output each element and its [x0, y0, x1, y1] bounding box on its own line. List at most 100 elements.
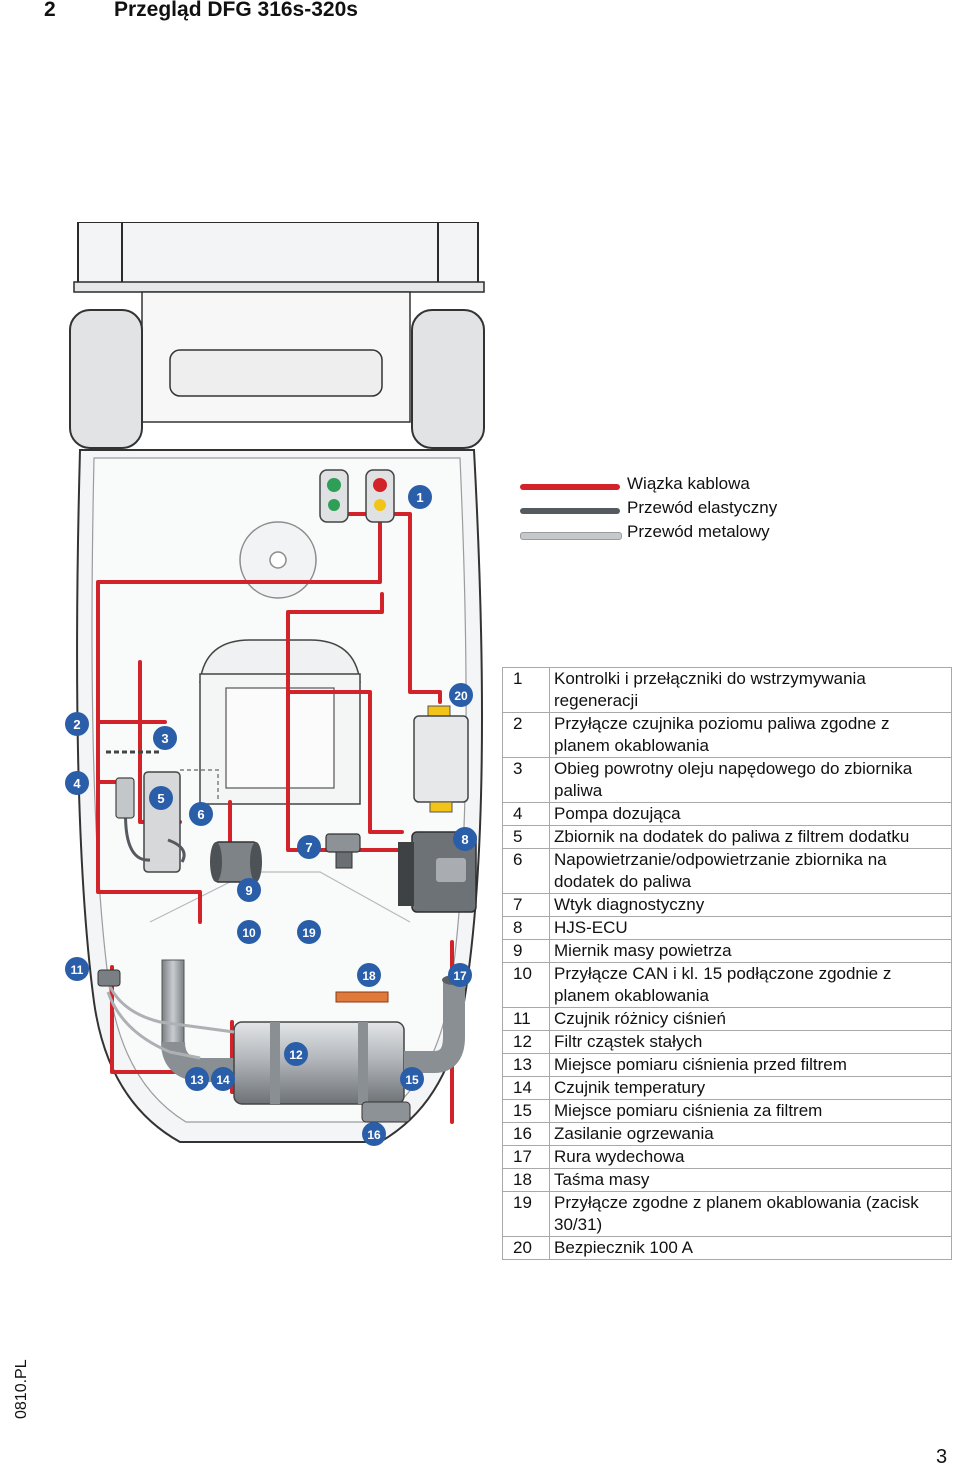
callout-19: 19 — [297, 920, 321, 944]
svg-text:7: 7 — [305, 840, 312, 855]
part-description: Kontrolki i przełączniki do wstrzymywani… — [549, 667, 952, 713]
chassis-outline — [50, 222, 590, 1202]
svg-text:14: 14 — [216, 1073, 230, 1087]
svg-text:16: 16 — [367, 1128, 381, 1142]
part-number: 10 — [502, 962, 550, 1008]
callout-7: 7 — [297, 835, 321, 859]
legend-item-metal-line: Przewód metalowy — [520, 522, 840, 544]
callout-11: 11 — [65, 957, 89, 981]
legend-item-flexible-line: Przewód elastyczny — [520, 498, 840, 520]
callout-17: 17 — [448, 963, 472, 987]
part-description: Napowietrzanie/odpowietrzanie zbiornika … — [549, 848, 952, 894]
callout-9: 9 — [237, 878, 261, 902]
svg-text:6: 6 — [197, 807, 204, 822]
part-number: 19 — [502, 1191, 550, 1237]
diagnostic-plug — [325, 833, 361, 869]
part-description: Bezpiecznik 100 A — [549, 1236, 952, 1260]
forklift-exhaust-filter-diagram: 1 2 3 4 5 6 7 8 9 10 11 12 13 14 15 16 1… — [50, 222, 590, 1202]
part-number: 1 — [502, 667, 550, 713]
document-code: 0810.PL — [13, 1359, 30, 1419]
svg-text:12: 12 — [289, 1048, 303, 1062]
part-description: Przyłącze CAN i kl. 15 podłączone zgodni… — [549, 962, 952, 1008]
part-number: 16 — [502, 1122, 550, 1146]
svg-text:13: 13 — [190, 1073, 204, 1087]
part-number: 7 — [502, 893, 550, 917]
part-number: 3 — [502, 757, 550, 803]
part-description: Miejsce pomiaru ciśnienia za filtrem — [549, 1099, 952, 1123]
part-number: 5 — [502, 825, 550, 849]
part-description: Zasilanie ogrzewania — [549, 1122, 952, 1146]
svg-text:17: 17 — [453, 969, 467, 983]
callout-2: 2 — [65, 712, 89, 736]
callout-14: 14 — [211, 1067, 235, 1091]
callout-10: 10 — [237, 920, 261, 944]
callout-1: 1 — [408, 485, 432, 509]
callout-12: 12 — [284, 1042, 308, 1066]
svg-text:11: 11 — [71, 963, 84, 977]
callout-16: 16 — [362, 1122, 386, 1146]
section-number: 2 — [44, 0, 56, 21]
svg-text:18: 18 — [362, 969, 376, 983]
part-number: 8 — [502, 916, 550, 940]
callout-5: 5 — [149, 786, 173, 810]
callout-3: 3 — [153, 726, 177, 750]
part-number: 14 — [502, 1076, 550, 1100]
part-description: Pompa dozująca — [549, 802, 952, 826]
svg-text:19: 19 — [302, 926, 316, 940]
part-description: Wtyk diagnostyczny — [549, 893, 952, 917]
switch-panel — [319, 469, 395, 523]
part-description: Taśma masy — [549, 1168, 952, 1192]
svg-text:9: 9 — [245, 883, 252, 898]
callout-15: 15 — [400, 1067, 424, 1091]
part-description: Zbiornik na dodatek do paliwa z filtrem … — [549, 825, 952, 849]
svg-text:4: 4 — [73, 776, 81, 791]
part-description: Czujnik temperatury — [549, 1076, 952, 1100]
part-number: 6 — [502, 848, 550, 894]
svg-text:3: 3 — [161, 731, 168, 746]
part-description: HJS-ECU — [549, 916, 952, 940]
part-number: 17 — [502, 1145, 550, 1169]
callout-20: 20 — [449, 683, 473, 707]
legend-label: Przewód metalowy — [627, 522, 770, 541]
part-description: Czujnik różnicy ciśnień — [549, 1007, 952, 1031]
hjs-ecu-unit — [398, 831, 477, 913]
svg-text:2: 2 — [73, 717, 80, 732]
svg-text:5: 5 — [157, 791, 164, 806]
part-number: 4 — [502, 802, 550, 826]
svg-text:10: 10 — [242, 926, 256, 940]
part-description: Miejsce pomiaru ciśnienia przed filtrem — [549, 1053, 952, 1077]
air-mass-meter — [210, 841, 262, 883]
page-title: Przegląd DFG 316s-320s — [114, 0, 358, 21]
page-header: 2 Przegląd DFG 316s-320s — [0, 0, 960, 30]
part-description: Miernik masy powietrza — [549, 939, 952, 963]
part-number: 13 — [502, 1053, 550, 1077]
svg-text:8: 8 — [461, 832, 468, 847]
exhaust-system — [97, 959, 466, 1123]
page-number: 3 — [936, 1446, 948, 1468]
svg-text:20: 20 — [454, 689, 468, 703]
callout-8: 8 — [453, 827, 477, 851]
part-number: 18 — [502, 1168, 550, 1192]
legend-swatch-dark — [520, 508, 620, 514]
part-description: Obieg powrotny oleju napędowego do zbior… — [549, 757, 952, 803]
part-description: Rura wydechowa — [549, 1145, 952, 1169]
callout-18: 18 — [357, 963, 381, 987]
